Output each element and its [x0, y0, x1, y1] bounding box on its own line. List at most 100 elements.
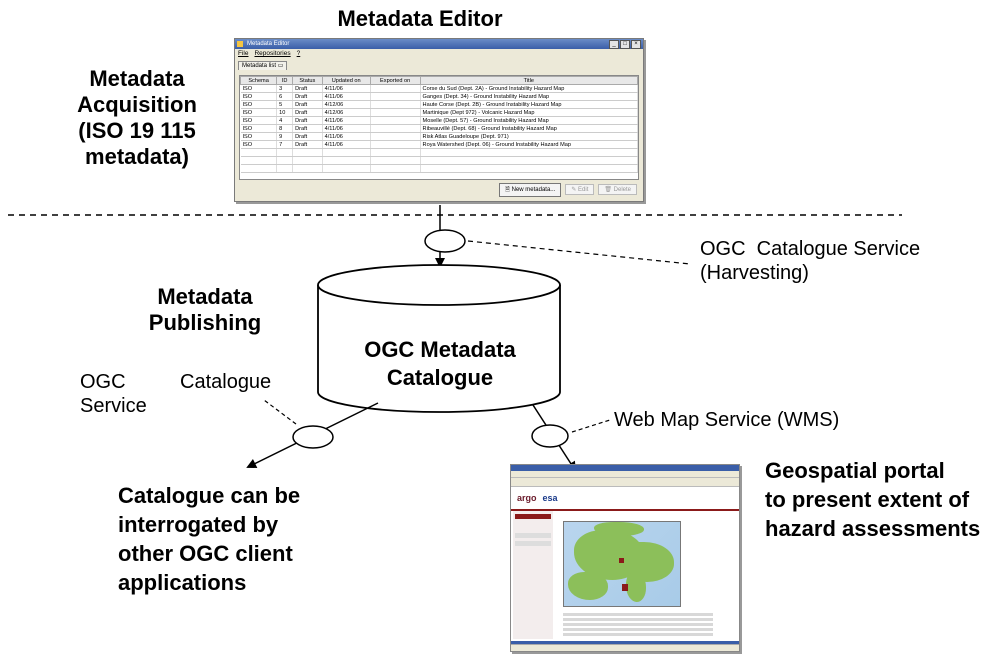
table-cell: Draft: [292, 100, 323, 109]
catalogue-label: OGC Metadata Catalogue: [340, 336, 540, 392]
harvesting-label: OGC Catalogue Service (Harvesting): [700, 237, 980, 285]
hazard-marker: [619, 558, 624, 563]
interrogated-line: interrogated by: [118, 512, 279, 537]
table-cell: Risk Atlas Guadeloupe (Dept. 971): [420, 132, 638, 141]
table-cell: 4/11/06: [322, 84, 371, 93]
sidebar-button[interactable]: [515, 514, 551, 519]
table-cell: [370, 100, 421, 109]
taskbar: [511, 641, 739, 645]
table-cell: 7: [276, 140, 294, 149]
service-word: Service: [80, 395, 147, 417]
empty-row: [240, 164, 638, 173]
table-cell: 4/12/06: [322, 100, 371, 109]
menu-file[interactable]: File: [238, 50, 249, 57]
browser-menubar: [511, 471, 739, 478]
window-titlebar: Metadata Editor _ □ ×: [235, 39, 643, 49]
harvesting-line: OGC Catalogue Service: [700, 238, 921, 260]
acquisition-label: Metadata Acquisition (ISO 19 115 metadat…: [62, 66, 212, 170]
portal-line: to present extent of: [765, 487, 970, 512]
europe-map[interactable]: [563, 521, 681, 607]
interrogated-line: other OGC client: [118, 541, 293, 566]
tab-metadata-list[interactable]: Metadata list ▭: [238, 61, 288, 70]
table-cell: ISO: [240, 92, 278, 101]
geospatial-portal-screenshot: argo esa: [510, 464, 740, 652]
column-header[interactable]: Schema: [240, 76, 278, 85]
table-cell: [370, 140, 421, 149]
tab-window-icon: ▭: [277, 63, 284, 69]
new-metadata-label: New metadata...: [511, 186, 556, 193]
page-title: Metadata Editor: [337, 6, 503, 31]
delete-icon: 🗑: [604, 187, 614, 193]
portal-sidebar: [513, 511, 553, 639]
table-cell: ISO: [240, 124, 278, 133]
maximize-icon[interactable]: □: [620, 40, 630, 49]
table-cell: [370, 84, 421, 93]
delete-button[interactable]: 🗑 Delete: [598, 184, 637, 195]
new-metadata-button[interactable]: 🗎 New metadata...: [499, 182, 562, 197]
table-cell: ISO: [240, 100, 278, 109]
table-cell: Roya Watershed (Dept. 06) - Ground Insta…: [420, 140, 638, 149]
table-cell: 4/11/06: [322, 92, 371, 101]
window-title: Metadata Editor: [247, 41, 290, 47]
catalogue-line: Catalogue: [386, 365, 494, 390]
close-icon[interactable]: ×: [631, 40, 641, 49]
harvesting-line: (Harvesting): [700, 262, 809, 284]
new-icon: 🗎: [505, 186, 512, 193]
minimize-icon[interactable]: _: [609, 40, 619, 49]
table-cell: [370, 116, 421, 125]
catalogue-line: OGC Metadata: [364, 337, 516, 362]
table-cell: ISO: [240, 140, 278, 149]
hazard-marker: [622, 584, 628, 591]
delete-label: Delete: [613, 187, 631, 193]
table-cell: Draft: [292, 84, 323, 93]
acquisition-line: metadata): [85, 144, 189, 169]
menu-repositories[interactable]: Repositories: [254, 50, 291, 57]
table-cell: 6: [276, 92, 294, 101]
app-icon: [237, 41, 243, 47]
table-cell: 4/12/06: [322, 108, 371, 117]
ogc-catalogue-service-label: OGC: [80, 370, 126, 394]
edit-icon: ✎: [571, 187, 579, 193]
browser-toolbar: [511, 478, 739, 487]
table-cell: Draft: [292, 140, 323, 149]
column-header[interactable]: Updated on: [321, 76, 371, 85]
acquisition-line: (ISO 19 115: [78, 118, 196, 143]
column-header[interactable]: Title: [419, 76, 638, 85]
edit-label: Edit: [578, 187, 589, 193]
catalogue-word-label: Catalogue: [180, 370, 271, 394]
table-cell: 5: [276, 100, 294, 109]
interrogated-line: applications: [118, 570, 247, 595]
sidebar-button[interactable]: [515, 533, 551, 538]
browser-titlebar: [511, 465, 739, 471]
table-cell: [370, 92, 421, 101]
column-header[interactable]: ID: [276, 76, 294, 85]
table-cell: Draft: [292, 108, 323, 117]
publishing-line: Publishing: [148, 310, 262, 335]
portal-label: Geospatial portal to present extent of h…: [765, 456, 1000, 543]
harvest-service-node: [424, 229, 466, 253]
esa-logo: esa: [542, 493, 558, 503]
edit-button[interactable]: ✎ Edit: [565, 184, 595, 195]
portal-line: Geospatial portal: [765, 458, 945, 483]
empty-row: [240, 148, 638, 157]
table-cell: ISO: [240, 132, 278, 141]
catalogue-word: Catalogue: [180, 371, 272, 393]
table-cell: Haute Corse (Dept. 2B) - Ground Instabil…: [420, 100, 638, 109]
menu-help[interactable]: ?: [296, 50, 301, 57]
portal-line: hazard assessments: [765, 516, 981, 541]
table-cell: [370, 132, 421, 141]
publishing-label: Metadata Publishing: [130, 284, 280, 336]
sidebar-button[interactable]: [515, 541, 551, 546]
table-cell: 4/11/06: [322, 124, 371, 133]
